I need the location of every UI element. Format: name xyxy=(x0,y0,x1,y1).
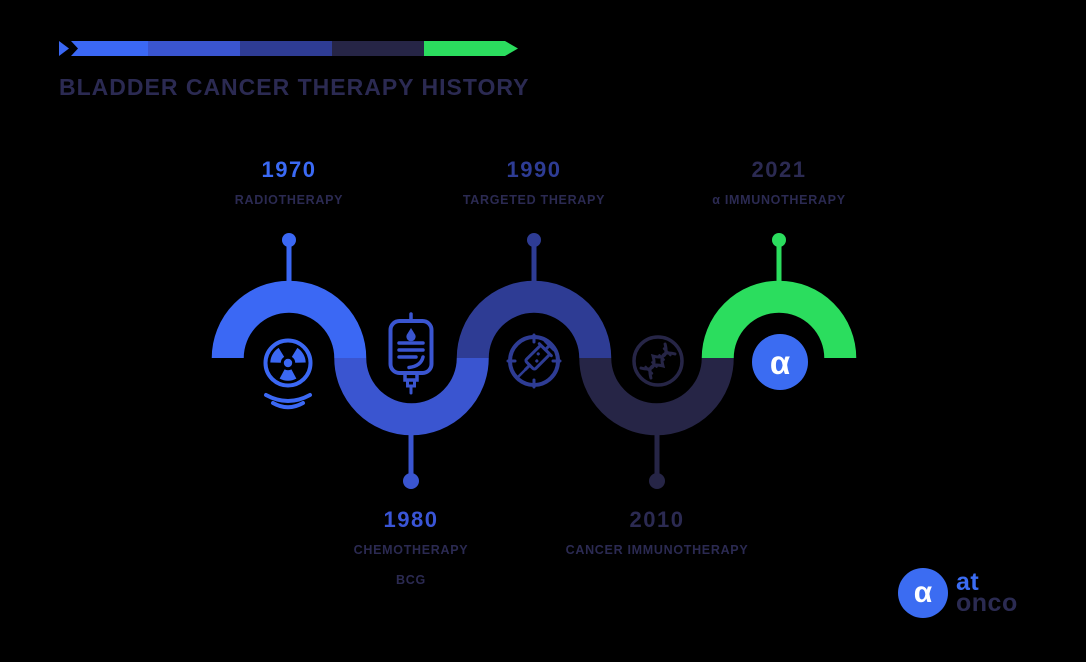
syringe-target-icon xyxy=(506,333,562,389)
dna-icon xyxy=(632,335,684,387)
milestone-year: 2010 xyxy=(629,507,685,532)
milestone-label: TARGETED THERAPY xyxy=(462,193,606,207)
dot-2021 xyxy=(772,233,786,247)
timeline-arc-1990 xyxy=(456,280,612,359)
timeline-arc-1970 xyxy=(211,280,367,359)
milestone-2021: 2021 α IMMUNOTHERAPY xyxy=(712,157,845,208)
bar-segment-2 xyxy=(148,41,240,56)
milestone-label: CANCER IMMUNOTHERAPY xyxy=(565,543,749,557)
atonco-logo-text: at onco xyxy=(956,568,1018,617)
dot-1970 xyxy=(282,233,296,247)
milestone-label: BCG xyxy=(396,573,426,587)
alpha-badge-icon: α xyxy=(752,334,808,390)
bar-segment-3 xyxy=(240,41,332,56)
milestone-1970: 1970 RADIOTHERAPY xyxy=(235,157,343,208)
bar-left-chevron-icon xyxy=(59,41,69,56)
dot-1980 xyxy=(403,473,419,489)
milestone-label: RADIOTHERAPY xyxy=(234,193,344,207)
page-title: BLADDER CANCER THERAPY HISTORY xyxy=(59,74,530,100)
iv-drip-icon xyxy=(388,312,434,395)
bar-segment-5 xyxy=(424,41,505,56)
milestone-year: 1970 xyxy=(261,157,317,182)
timeline-arc-2021 xyxy=(701,280,857,359)
milestone-year: 1980 xyxy=(383,507,439,532)
dot-1990 xyxy=(527,233,541,247)
bar-segment-4 xyxy=(332,41,424,56)
milestone-year: 2021 xyxy=(751,157,807,182)
logo-line2: onco xyxy=(956,589,1018,617)
milestone-1980: 1980 CHEMOTHERAPY BCG xyxy=(354,507,469,588)
atonco-logo-icon: α xyxy=(898,568,948,618)
radiation-icon xyxy=(263,338,313,410)
logo-line1: at xyxy=(956,568,980,596)
milestone-1990: 1990 TARGETED THERAPY xyxy=(463,157,605,208)
atonco-logo: α at onco xyxy=(898,568,1018,618)
timeline-arc-1980 xyxy=(334,357,489,436)
bar-segment-1 xyxy=(71,41,148,56)
milestone-year: 1990 xyxy=(506,157,562,182)
dot-2010 xyxy=(649,473,665,489)
milestone-label: CHEMOTHERAPY xyxy=(353,543,469,557)
timeline-arc-2010 xyxy=(579,357,734,436)
milestone-2010: 2010 CANCER IMMUNOTHERAPY xyxy=(566,507,749,558)
milestone-label: α IMMUNOTHERAPY xyxy=(712,193,846,207)
header-progress-bar xyxy=(71,41,505,56)
